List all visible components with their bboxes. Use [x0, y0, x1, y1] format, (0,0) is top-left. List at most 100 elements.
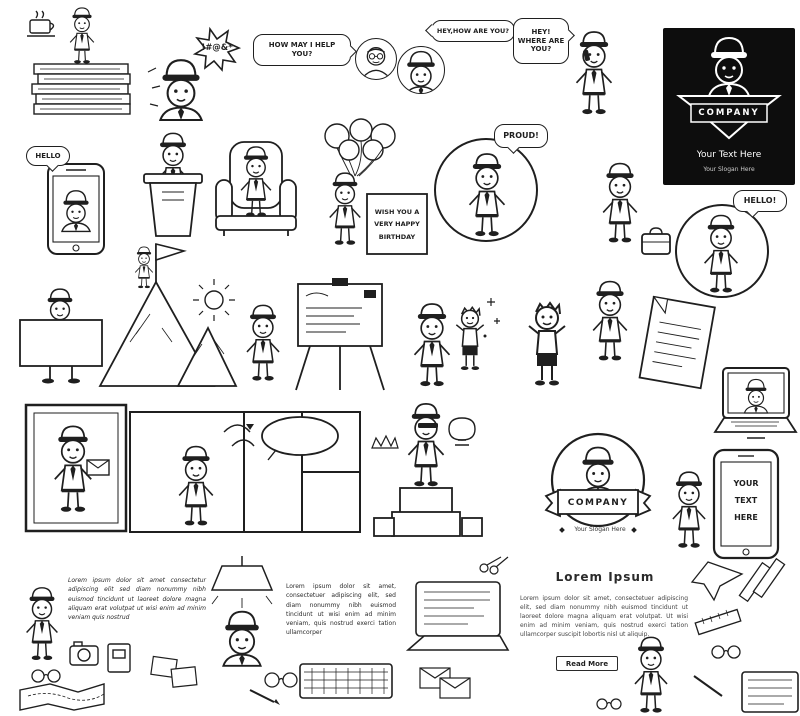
lorem-title: Lorem Ipsum	[555, 570, 655, 584]
illustration-man-with-phone-mockup: YOUR TEXT HERE	[666, 448, 786, 564]
map-icon	[19, 683, 105, 711]
policeman-figure	[328, 172, 362, 246]
sunglasses-icon	[596, 698, 622, 710]
phone-mock-line-2: TEXT	[734, 495, 758, 505]
travel-scene: Lorem ipsum dolor sit amet consectetur a…	[12, 572, 208, 714]
illustration-hey-how-are-you: HEY,HOW ARE YOU?	[395, 20, 517, 100]
illustration-mountain-flag	[92, 236, 240, 390]
hey-where-speech-bubble: HEY! WHERE ARE YOU?	[513, 18, 569, 64]
briefcase-man-drawing	[602, 162, 671, 255]
policeman-figure	[602, 162, 638, 244]
illustration-man-behind-blank-sign	[16, 284, 106, 384]
logo-company-text: COMPANY	[567, 498, 629, 508]
paper-stack-drawing	[27, 7, 131, 115]
hey-how-speech-bubble: HEY,HOW ARE YOU?	[431, 20, 515, 42]
hello-speech-bubble: HELLO!	[733, 190, 787, 212]
laptop-corner-icon	[741, 671, 799, 713]
policeman-figure	[592, 280, 628, 362]
phone-mock-line-1: YOUR	[733, 479, 759, 488]
illustration-proud-man-circle: PROUD!	[430, 124, 554, 248]
hey-how-speech-text: HEY,HOW ARE YOU?	[436, 26, 510, 35]
lamp-icon	[210, 556, 274, 591]
lorem-ipsum-section: Lorem Ipsum Lorem ipsum dolor sit amet, …	[405, 556, 690, 716]
briefcase-icon	[641, 233, 671, 255]
laptop-icon	[405, 581, 510, 651]
balloons-drawing	[324, 118, 428, 255]
armchair-drawing	[215, 141, 297, 236]
company-logo-badge: COMPANY Your Slogan Here	[536, 432, 664, 548]
angry-man-drawing	[147, 26, 242, 122]
burst-bubble	[192, 26, 242, 72]
phone-icon	[583, 49, 591, 61]
birthday-sign-text: WISH YOU A VERY HAPPY BIRTHDAY	[369, 206, 425, 243]
desk-drawing	[210, 556, 393, 705]
illustration-how-may-i-help: HOW MAY I HELP YOU?	[253, 30, 397, 94]
old-man-avatar	[355, 38, 397, 80]
keyboard-icon	[299, 663, 393, 699]
kid-figure	[455, 306, 485, 371]
phone-mock-drawing	[47, 163, 105, 255]
kid-figure	[527, 301, 567, 387]
policeman-figure	[134, 246, 154, 289]
policeman-figure	[159, 59, 203, 122]
old-man-face	[362, 47, 390, 79]
envelope-doodles	[419, 667, 471, 699]
phone-mock-line-3: HERE	[734, 512, 758, 522]
smartphone-frame	[712, 448, 780, 560]
phone-mock-text: YOUR TEXT HERE	[721, 476, 771, 526]
sunglasses-icon	[31, 669, 61, 683]
lorem-scene-drawing	[405, 556, 668, 714]
policeman-figure	[246, 304, 280, 382]
illustration-hello-man-circle: HELLO!	[673, 190, 791, 300]
laptop-drawing	[713, 367, 798, 439]
photo-prints-icon	[150, 655, 198, 688]
read-more-button: Read More	[556, 656, 618, 671]
help-speech-bubble: HOW MAY I HELP YOU?	[253, 34, 351, 66]
birthday-line-3: BIRTHDAY	[378, 232, 416, 241]
comic-strip-drawing	[129, 411, 361, 533]
winner-drawing	[371, 402, 483, 537]
policeman-figure	[468, 153, 506, 237]
dark-card-badge	[676, 95, 782, 140]
policeman-figure	[672, 471, 706, 549]
empty-speech-bubble	[261, 416, 339, 456]
dark-card-figure	[699, 32, 759, 97]
desk-note-text: Lorem ipsum dolor sit amet, consectetuer…	[286, 583, 396, 637]
blank-placard	[19, 319, 103, 367]
sun-icon	[204, 290, 224, 310]
ribbon-banner	[544, 488, 652, 518]
travel-drawing	[19, 587, 198, 711]
illustration-man-with-briefcase	[586, 156, 672, 266]
trophy-icon	[448, 417, 476, 446]
pencils-icon	[738, 557, 786, 603]
dark-card-company: COMPANY	[698, 108, 760, 118]
lorem-body: Lorem ipsum dolor sit amet, consectetuer…	[520, 595, 688, 638]
whiteboard-drawing	[246, 278, 385, 391]
stationery-scene	[690, 556, 800, 716]
hey-where-speech-text: HEY! WHERE ARE YOU?	[517, 27, 565, 54]
illustration-framed-postman	[23, 402, 129, 534]
illustration-video-call-phone: HELLO	[26, 146, 116, 258]
boy-drawing	[527, 301, 567, 387]
policeman-avatar	[397, 46, 445, 94]
phone-hello-text: HELLO	[35, 151, 61, 160]
policeman-figure	[407, 402, 445, 488]
illustration-man-with-whiteboard	[236, 274, 396, 394]
illustration-angry-man-swearing: !#@&*	[142, 26, 242, 122]
flag-icon	[155, 242, 187, 262]
phone-hello-bubble: HELLO	[26, 146, 70, 166]
illustration-winner-on-podium	[366, 392, 490, 542]
home-button-icon	[72, 244, 80, 252]
illustration-man-at-podium	[136, 128, 210, 238]
policeman-figure	[703, 214, 739, 294]
proud-speech-text: PROUD!	[503, 131, 539, 140]
business-card-dark: COMPANY Your Text Here Your Slogan Here	[663, 28, 795, 185]
birthday-line-1: WISH YOU A	[374, 208, 420, 216]
board-tag	[364, 290, 376, 298]
pen-icon	[693, 675, 723, 697]
proud-speech-bubble: PROUD!	[494, 124, 548, 148]
dark-card-slogan: Your Slogan Here	[703, 166, 755, 173]
policeman-figure	[634, 636, 668, 714]
policeman-figure	[69, 7, 95, 65]
crown-icon	[371, 434, 399, 449]
